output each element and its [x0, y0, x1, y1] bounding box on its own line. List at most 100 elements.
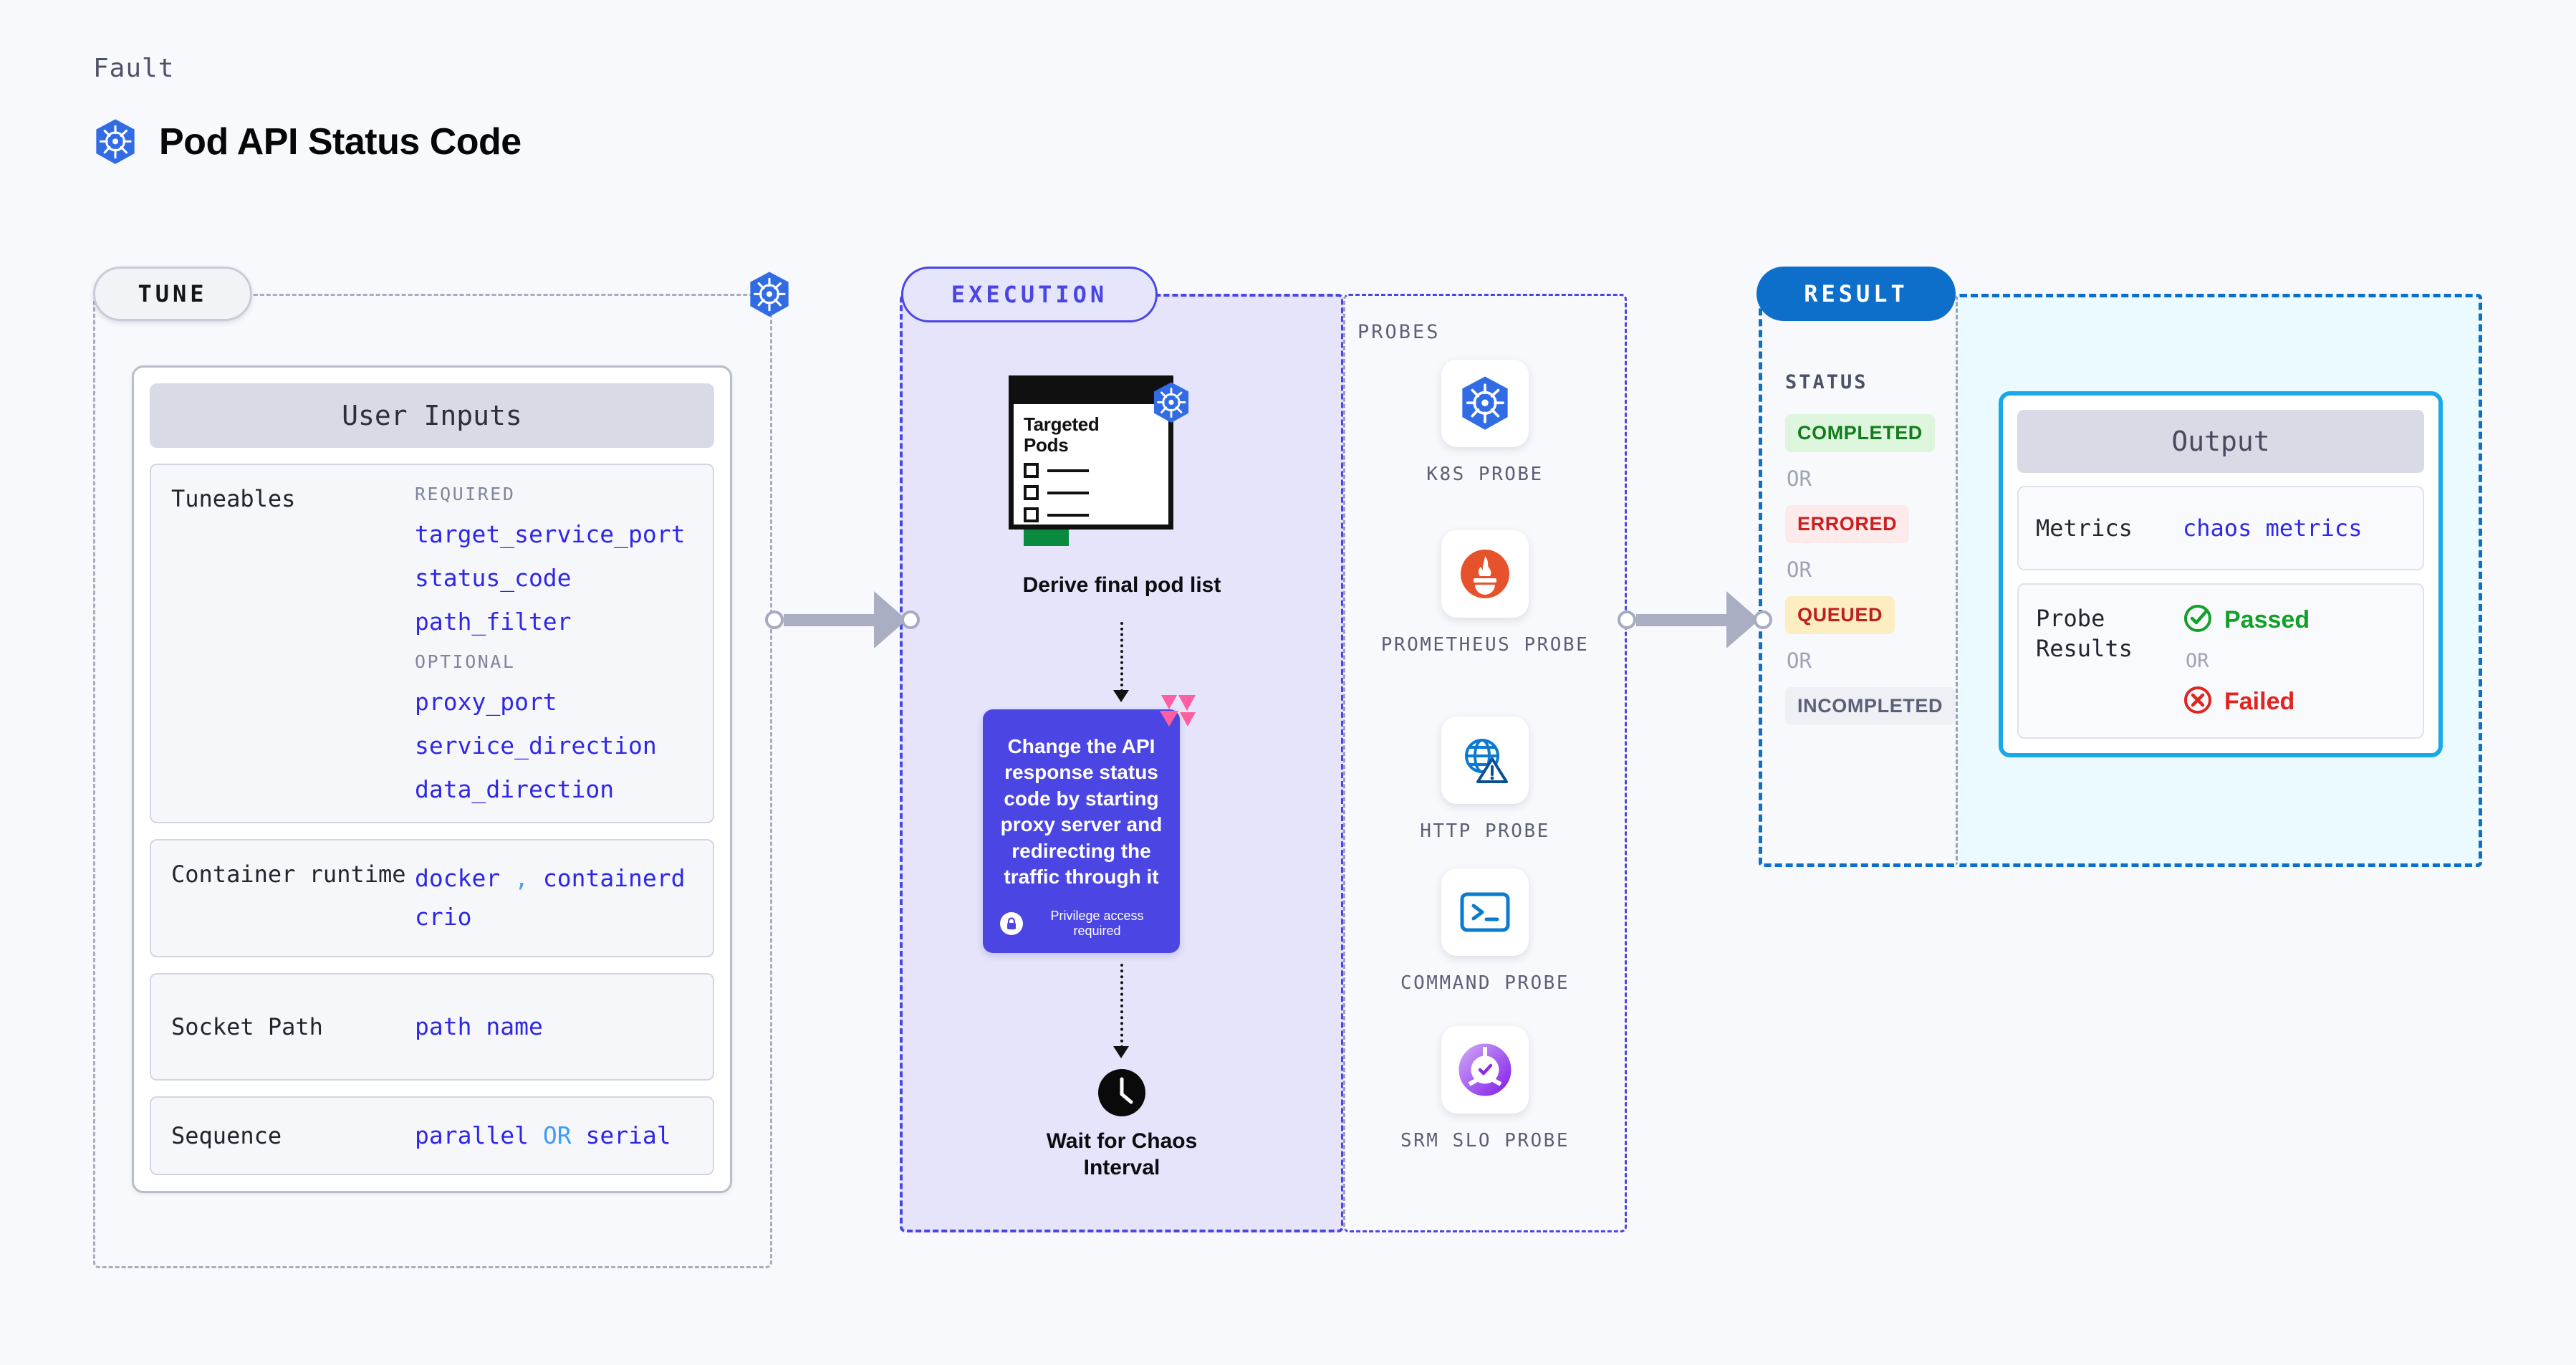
required-group-label: REQUIRED	[415, 484, 516, 504]
failed-label: Failed	[2224, 688, 2295, 715]
runtime-crio[interactable]: crio	[415, 903, 472, 931]
flow-arrowhead	[1113, 1046, 1129, 1058]
probes-section-label: PROBES	[1357, 321, 1441, 343]
probe-results-label: Probe Results	[2036, 605, 2133, 663]
tuneable-proxy-port[interactable]: proxy_port	[415, 688, 557, 716]
wait-caption-line2: Interval	[1083, 1155, 1160, 1179]
flow-connector	[1120, 622, 1123, 692]
sequence-serial[interactable]: serial	[585, 1121, 671, 1149]
kubernetes-icon	[747, 271, 792, 318]
list-item	[1024, 507, 1168, 523]
output-card: Output Metrics chaos metrics Probe Resul…	[1999, 391, 2443, 757]
tuneable-service-direction[interactable]: service_direction	[415, 732, 657, 760]
page-title: Pod API Status Code	[159, 121, 522, 163]
stage-badge-result[interactable]: RESULT	[1756, 267, 1956, 321]
status-or: OR	[1787, 557, 1812, 582]
connector-dot	[1754, 610, 1772, 629]
srm-slo-donut-check-icon	[1441, 1026, 1529, 1113]
status-or: OR	[1787, 648, 1812, 673]
list-item	[1024, 485, 1168, 501]
page-title-row: Pod API Status Code	[93, 118, 522, 166]
metrics-value[interactable]: chaos metrics	[2183, 514, 2363, 542]
tuneables-section: Tuneables REQUIRED target_service_port s…	[150, 464, 714, 823]
connector-dot	[901, 610, 920, 629]
connector-dot	[765, 610, 784, 629]
check-circle-icon	[2183, 603, 2213, 637]
checkbox-icon	[1024, 485, 1039, 501]
stage-badge-execution[interactable]: EXECUTION	[901, 267, 1158, 322]
probe-srm-slo[interactable]: SRM SLO PROBE	[1343, 1026, 1627, 1153]
flow-connector	[1120, 964, 1123, 1048]
action-card-text: Change the API response status code by s…	[1000, 735, 1163, 888]
derive-pod-list-caption: Derive final pod list	[1022, 573, 1221, 597]
connector-bar	[1636, 613, 1728, 626]
connector-probes-to-result	[1618, 591, 1772, 648]
privilege-text: Privilege access required	[1050, 909, 1144, 939]
lock-icon	[1000, 912, 1023, 936]
output-title: Output	[2017, 410, 2424, 473]
connector-tune-to-execution	[765, 591, 920, 648]
tuneable-path-filter[interactable]: path_filter	[415, 608, 572, 636]
probe-http[interactable]: HTTP PROBE	[1343, 717, 1627, 843]
fault-eyebrow: Fault	[93, 54, 175, 83]
probe-label: SRM SLO PROBE	[1400, 1130, 1570, 1151]
tuneable-status-code[interactable]: status_code	[415, 564, 572, 592]
chaos-ribbon-icon	[1157, 694, 1197, 734]
socket-path-value[interactable]: path name	[415, 1012, 543, 1040]
probe-label: COMMAND PROBE	[1400, 972, 1570, 994]
status-label: STATUS	[1785, 371, 1868, 393]
targeted-pods-title-line1: Targeted	[1024, 413, 1100, 435]
sequence-section: Sequence parallel OR serial	[150, 1096, 714, 1176]
probe-label: PROMETHEUS PROBE	[1380, 634, 1590, 656]
runtime-containerd[interactable]: containerd	[542, 864, 686, 892]
probe-result-or: OR	[2186, 650, 2209, 672]
prometheus-icon	[1441, 530, 1529, 618]
metrics-label: Metrics	[2036, 514, 2133, 542]
checkbox-icon	[1024, 507, 1039, 523]
metrics-section: Metrics chaos metrics	[2017, 486, 2424, 570]
targeted-pods-card: Targeted Pods	[1009, 375, 1189, 547]
status-badge-incompleted: INCOMPLETED	[1785, 687, 1956, 725]
runtime-separator: ,	[514, 864, 529, 892]
probe-label: K8S PROBE	[1426, 464, 1544, 485]
action-card: Change the API response status code by s…	[983, 695, 1196, 953]
tuneables-label: Tuneables	[171, 485, 296, 512]
kubernetes-icon	[1151, 381, 1191, 424]
kubernetes-icon	[1441, 360, 1529, 447]
socket-path-section: Socket Path path name	[150, 972, 714, 1081]
sequence-parallel[interactable]: parallel	[415, 1121, 529, 1149]
list-item	[1024, 463, 1168, 479]
terminal-icon	[1441, 868, 1529, 956]
privilege-notice: Privilege access required	[1000, 909, 1163, 939]
clock-icon	[1097, 1069, 1147, 1121]
tuneable-target-service-port[interactable]: target_service_port	[415, 520, 686, 548]
targeted-pods-list	[1014, 456, 1168, 523]
user-inputs-title: User Inputs	[150, 383, 714, 448]
wait-caption-line1: Wait for Chaos	[1046, 1129, 1198, 1153]
status-badge-completed: COMPLETED	[1785, 414, 1935, 452]
status-options: COMPLETED OR ERRORED OR QUEUED OR INCOMP…	[1785, 414, 1956, 725]
flow-arrowhead	[1113, 690, 1129, 702]
tuneable-data-direction[interactable]: data_direction	[415, 775, 615, 803]
runtime-docker[interactable]: docker	[415, 864, 501, 892]
connector-bar	[784, 613, 875, 626]
x-circle-icon	[2183, 685, 2213, 719]
socket-path-label: Socket Path	[171, 1012, 323, 1040]
probe-label: HTTP PROBE	[1420, 820, 1550, 842]
checkbox-icon	[1024, 463, 1039, 479]
probe-result-passed: Passed	[2183, 603, 2406, 637]
connector-dot	[1618, 610, 1636, 629]
kubernetes-icon	[93, 118, 138, 166]
probe-prometheus[interactable]: PROMETHEUS PROBE	[1343, 530, 1627, 657]
user-inputs-card: User Inputs Tuneables REQUIRED target_se…	[132, 365, 732, 1194]
probe-command[interactable]: COMMAND PROBE	[1343, 868, 1627, 995]
status-or: OR	[1787, 466, 1812, 491]
probe-result-failed: Failed	[2183, 685, 2406, 719]
probe-results-section: Probe Results Passed OR	[2017, 583, 2424, 739]
optional-group-label: OPTIONAL	[415, 651, 516, 672]
stage-badge-tune[interactable]: TUNE	[93, 267, 252, 321]
targeted-pods-title-line2: Pods	[1024, 434, 1069, 456]
progress-bar	[1024, 530, 1069, 547]
probe-k8s[interactable]: K8S PROBE	[1343, 360, 1627, 487]
